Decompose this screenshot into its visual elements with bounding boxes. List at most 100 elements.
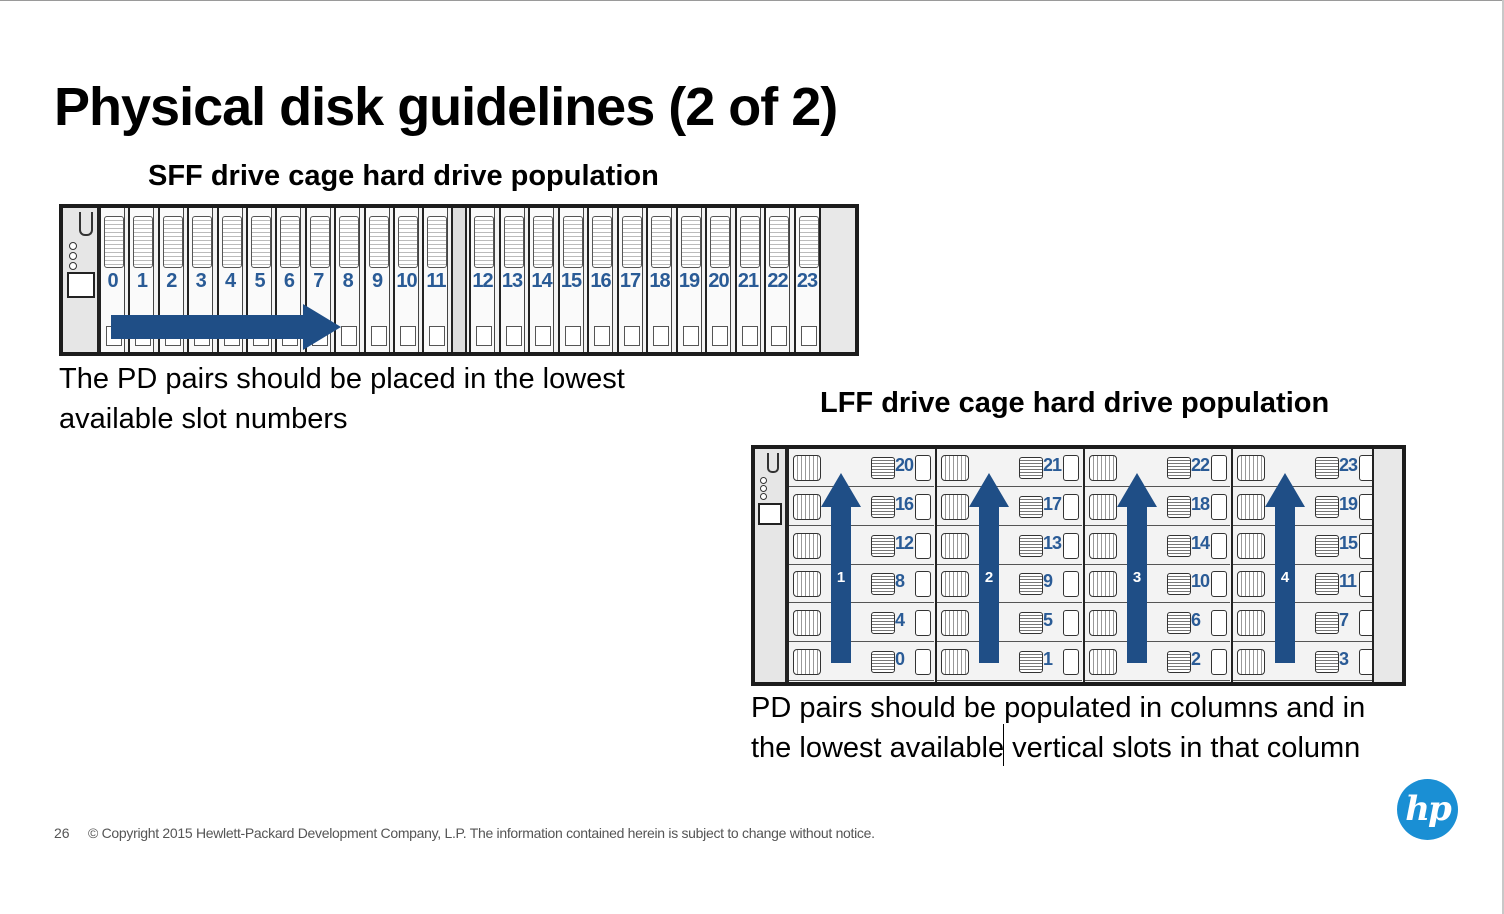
sff-slot-number: 21 (737, 270, 759, 292)
lff-slot-number: 7 (1339, 610, 1349, 631)
up-arrow-icon (1265, 473, 1305, 663)
drive-carrier-icon (941, 649, 969, 675)
drive-latch-icon (192, 216, 213, 268)
drive-carrier-icon (1237, 571, 1265, 598)
drive-latch-icon (1063, 571, 1079, 598)
drive-release-icon (623, 326, 640, 346)
drive-latch-icon (915, 649, 931, 675)
drive-latch-icon (1211, 455, 1227, 481)
drive-carrier-icon (793, 610, 821, 637)
sff-slot-number: 19 (678, 270, 700, 292)
copyright-notice: © Copyright 2015 Hewlett-Packard Develop… (88, 825, 875, 841)
right-border (1502, 0, 1504, 914)
drive-latch-icon (309, 216, 330, 268)
lff-drive-slot: 23 (1233, 449, 1378, 487)
sff-slot-number: 7 (313, 270, 324, 292)
top-border (0, 0, 1504, 1)
drive-latch-icon (1063, 532, 1079, 559)
lff-drive-slot: 20 (789, 449, 934, 487)
sff-cage-ear (63, 208, 99, 352)
drive-carrier-icon (1019, 573, 1043, 596)
lff-drive-slot: 17 (937, 488, 1082, 526)
lff-drive-slot: 12 (789, 527, 934, 565)
drive-carrier-icon (941, 532, 969, 559)
lff-cage-end (1372, 449, 1402, 682)
drive-carrier-icon (1315, 612, 1339, 635)
drive-carrier-icon (1019, 534, 1043, 557)
lff-column-arrow: 2 (969, 473, 1009, 668)
sff-slot-number: 4 (225, 270, 236, 292)
sff-drive-bay: 10 (393, 208, 419, 352)
lff-slot-number: 11 (1339, 571, 1357, 592)
drive-carrier-icon (793, 532, 821, 559)
usb-port-icon (758, 503, 782, 525)
usb-port-icon (67, 272, 95, 298)
lff-slot-number: 0 (895, 649, 905, 669)
sff-slot-number: 9 (372, 270, 383, 292)
lff-drive-slot: 3 (1233, 643, 1378, 681)
drive-release-icon (653, 326, 669, 346)
drive-carrier-icon (941, 610, 969, 637)
sff-slot-number: 23 (796, 270, 818, 292)
lff-drive-slot: 16 (789, 488, 934, 526)
up-arrow-icon (969, 473, 1009, 663)
lff-drive-slot: 4 (789, 604, 934, 643)
lff-drive-slot: 7 (1233, 604, 1378, 643)
drive-latch-icon (503, 216, 524, 268)
lff-slot-number: 13 (1043, 532, 1062, 553)
drive-latch-icon (769, 216, 789, 268)
lff-column-arrow-label: 3 (1132, 569, 1142, 586)
sff-slot-number: 12 (472, 270, 493, 292)
sff-description: The PD pairs should be placed in the low… (59, 359, 625, 439)
text-cursor (1003, 724, 1004, 766)
lff-description: PD pairs should be populated in columns … (751, 688, 1365, 768)
drive-release-icon (505, 326, 522, 346)
lff-column-arrow: 3 (1117, 473, 1157, 668)
sff-drive-bay: 12 (469, 208, 495, 352)
sff-slot-number: 15 (560, 270, 582, 292)
drive-carrier-icon (1089, 532, 1117, 559)
drive-latch-icon (592, 216, 612, 268)
lff-slot-number: 8 (895, 571, 905, 592)
lff-drive-slot: 13 (937, 527, 1082, 565)
lff-column-arrow: 1 (821, 473, 861, 668)
sff-population-arrow (111, 304, 341, 350)
drive-latch-icon (162, 216, 183, 268)
drive-release-icon (476, 326, 492, 346)
lff-drive-slot: 15 (1233, 527, 1378, 565)
sff-drive-bay: 23 (793, 208, 820, 352)
lff-slot-number: 3 (1339, 649, 1349, 669)
drive-latch-icon (1211, 493, 1227, 520)
drive-release-icon (771, 326, 787, 346)
led-icon (760, 477, 767, 484)
lff-drive-slot: 19 (1233, 488, 1378, 526)
hp-logo-text: hp (1405, 789, 1452, 829)
sff-slot-number: 11 (426, 270, 446, 292)
lff-slot-number: 12 (895, 532, 914, 553)
led-icon (760, 485, 767, 492)
drive-latch-icon (562, 216, 583, 268)
drive-carrier-icon (1315, 573, 1339, 596)
slide-title: Physical disk guidelines (2 of 2) (54, 77, 838, 137)
lff-slot-number: 20 (895, 455, 914, 475)
lff-slot-number: 19 (1339, 493, 1358, 514)
sff-slot-number: 13 (501, 270, 523, 292)
drive-carrier-icon (1237, 455, 1265, 481)
drive-latch-icon (427, 216, 448, 268)
drive-carrier-icon (793, 493, 821, 520)
sff-slot-number: 5 (254, 270, 265, 292)
sff-description-line: The PD pairs should be placed in the low… (59, 363, 625, 395)
drive-latch-icon (133, 216, 154, 268)
drive-carrier-icon (1315, 651, 1339, 673)
drive-carrier-icon (1167, 651, 1191, 673)
drive-carrier-icon (871, 651, 895, 673)
sff-slot-number: 1 (136, 270, 148, 292)
lff-drive-slot: 10 (1085, 565, 1230, 604)
drive-carrier-icon (1019, 612, 1043, 635)
drive-latch-icon (798, 216, 819, 268)
lff-drive-slot: 18 (1085, 488, 1230, 526)
lff-drive-slot: 0 (789, 643, 934, 681)
drive-latch-icon (915, 571, 931, 598)
sff-drive-bay: 19 (675, 208, 702, 352)
sff-description-line: available slot numbers (59, 403, 348, 435)
